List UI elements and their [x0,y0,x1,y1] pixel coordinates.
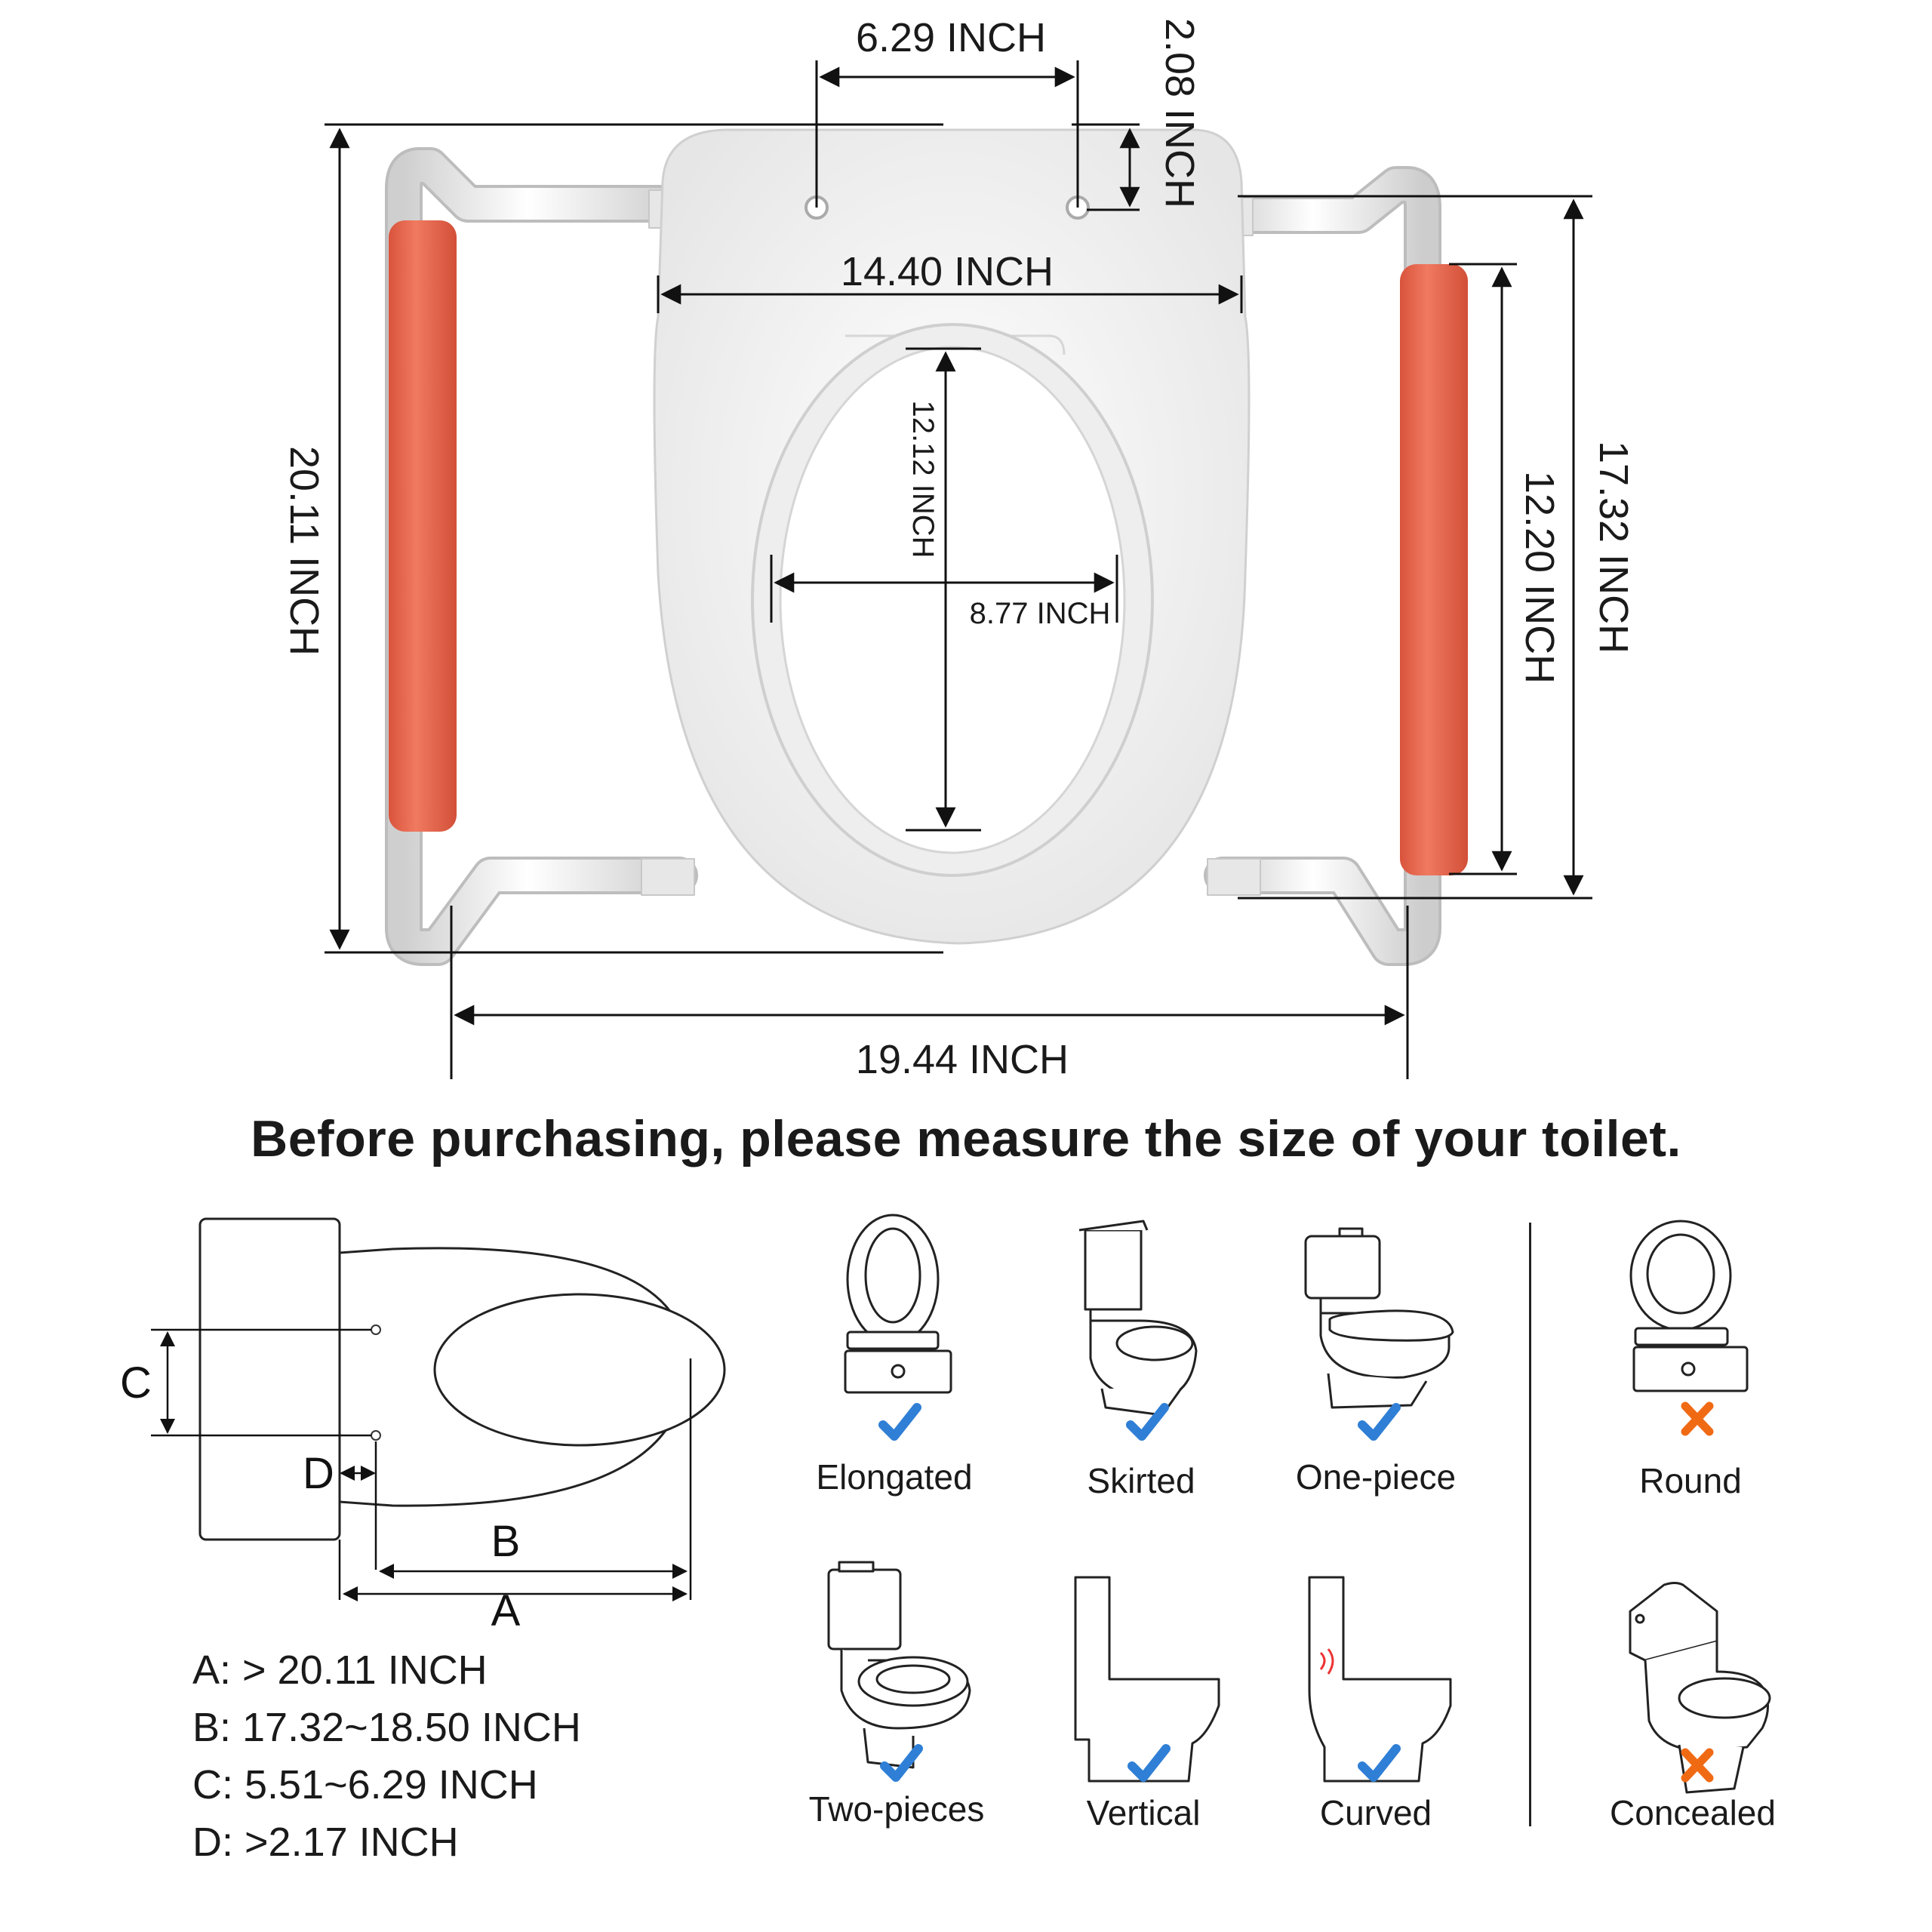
check-icon [1358,1744,1401,1782]
label-d: D [303,1449,334,1498]
label-a: A [491,1586,521,1630]
type-label-vertical: Vertical [1086,1793,1201,1832]
vertical-toilet-icon [1074,1576,1220,1783]
type-label-round: Round [1639,1461,1742,1500]
dim-armrest-length: 12.20 INCH [1517,471,1562,684]
dim-hole-spacing: 6.29 INCH [856,15,1046,60]
check-icon [1128,1744,1171,1782]
left-grip [389,220,457,832]
section-divider [1529,1223,1531,1826]
right-frame-tube [1204,166,1441,966]
product-diagram: 6.29 INCH 2.08 INCH 14.40 INCH 12.12 INC… [281,15,1636,1082]
type-label-skirted: Skirted [1087,1461,1195,1500]
label-b: B [491,1517,521,1566]
toilet-type-icons [827,1214,1771,1794]
check-icon [1358,1403,1401,1441]
one-piece-toilet-icon [1304,1227,1454,1409]
round-toilet-icon [1629,1220,1749,1392]
dimension-lines [325,60,1592,1079]
check-marks [878,1403,1401,1782]
dim-opening-length: 12.12 INCH [906,401,940,558]
type-label-one-piece: One-piece [1295,1457,1457,1497]
dim-overall-depth: 20.11 INCH [281,446,327,656]
spec-b: B: 17.32~18.50 INCH [192,1705,581,1750]
dim-seat-width: 14.40 INCH [841,249,1054,294]
right-grip [1400,264,1468,875]
check-icon [880,1744,923,1782]
elongated-toilet-icon [844,1214,952,1394]
label-c: C [120,1358,152,1407]
check-icon [1126,1403,1169,1441]
dim-hole-to-back: 2.08 INCH [1157,18,1202,208]
type-label-two-pieces: Two-pieces [808,1789,985,1829]
curved-toilet-icon [1308,1576,1452,1783]
cross-icon [1681,1748,1714,1783]
toilet-opening-outline [433,1293,726,1447]
concealed-toilet-icon [1629,1582,1771,1794]
skirted-toilet-icon [1078,1220,1198,1417]
dim-overall-width: 19.44 INCH [856,1037,1069,1082]
measurement-guide: C D B A [120,1217,726,1630]
cross-icon [1681,1401,1714,1436]
spec-list: A: > 20.11 INCH B: 17.32~18.50 INCH C: 5… [192,1641,581,1871]
type-label-concealed: Concealed [1610,1793,1776,1832]
two-pieces-toilet-icon [827,1561,971,1769]
cross-marks [1681,1401,1714,1783]
spec-a: A: > 20.11 INCH [192,1647,488,1693]
dim-opening-width: 8.77 INCH [970,597,1111,630]
type-label-curved: Curved [1319,1793,1432,1832]
spec-d: D: >2.17 INCH [192,1820,459,1865]
spec-c: C: 5.51~6.29 INCH [192,1762,538,1807]
type-label-elongated: Elongated [816,1457,973,1497]
main-title: Before purchasing, please measure the si… [251,1110,1681,1168]
dim-frame-depth: 17.32 INCH [1591,441,1636,654]
check-icon [878,1403,921,1441]
